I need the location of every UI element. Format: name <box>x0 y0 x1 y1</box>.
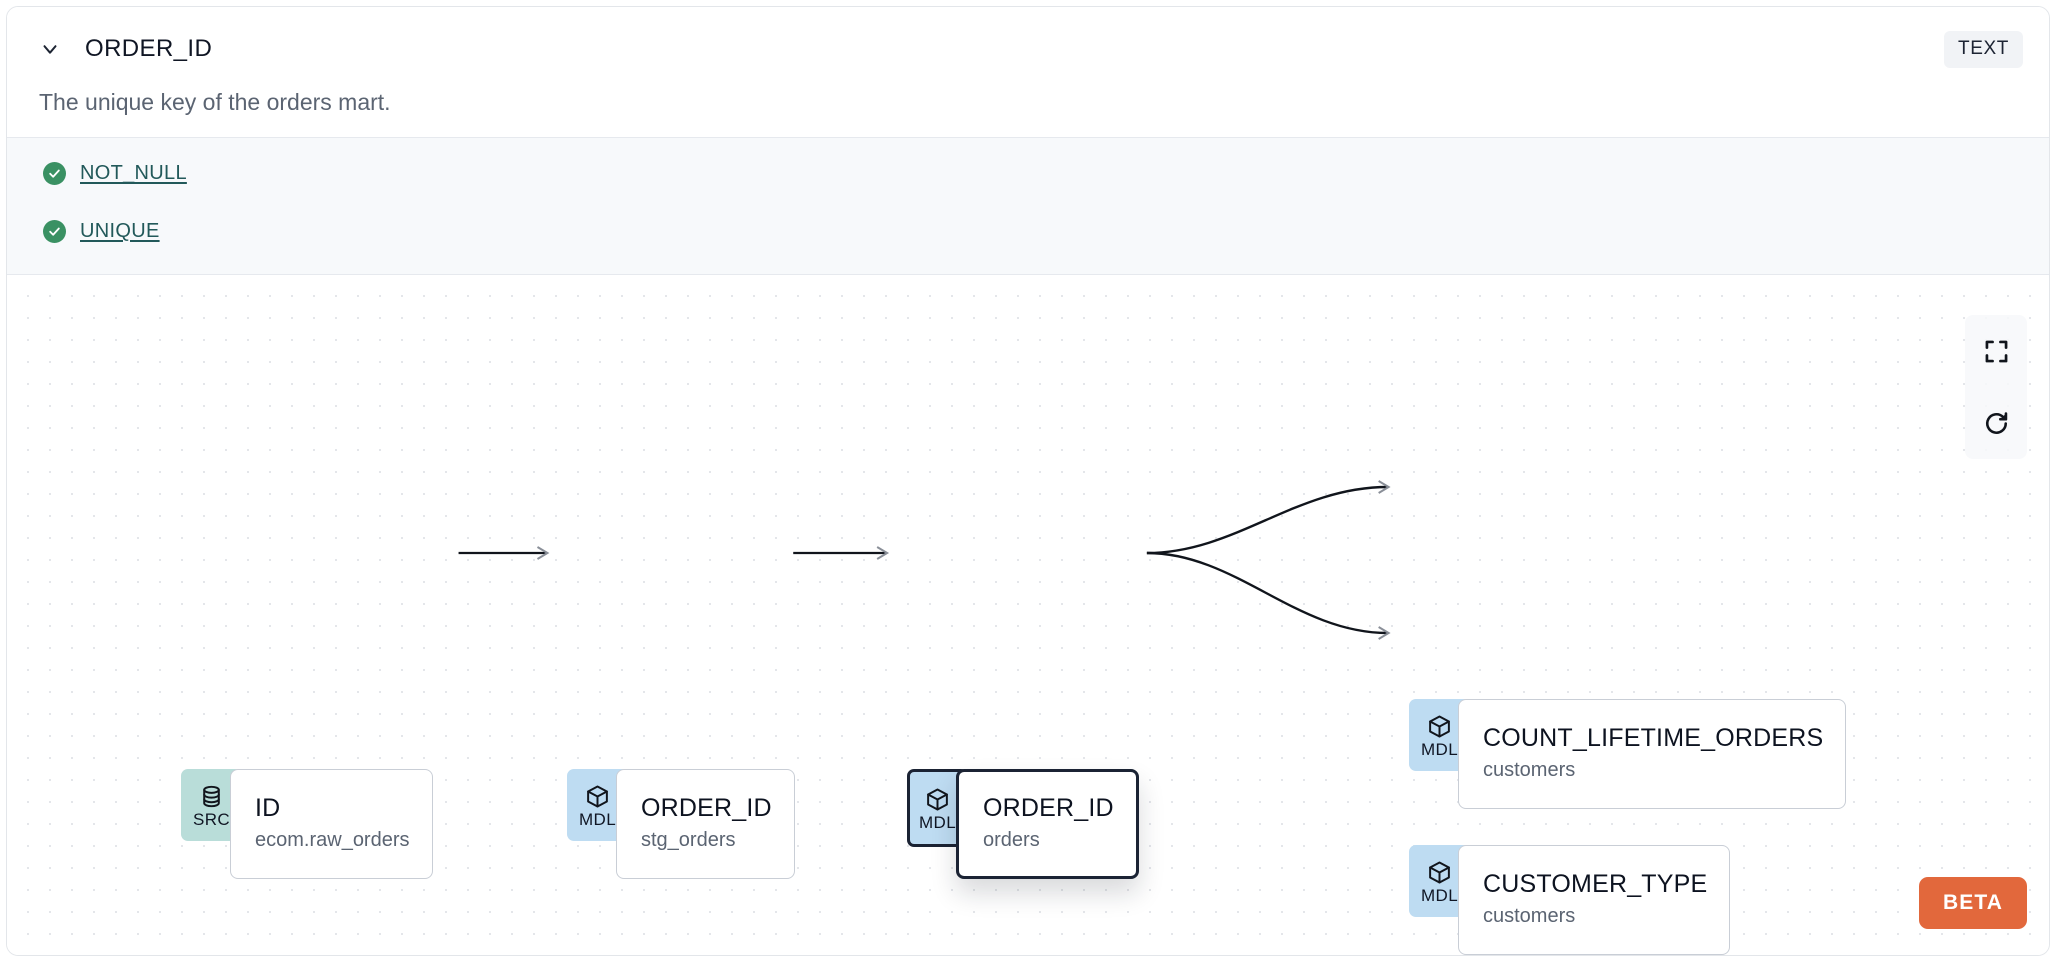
node-body: ORDER_ID stg_orders <box>616 769 795 879</box>
node-name: ORDER_ID <box>641 794 772 823</box>
cube-icon <box>925 785 950 813</box>
canvas-controls <box>1965 315 2027 459</box>
test-link-not-null[interactable]: NOT_NULL <box>80 162 187 184</box>
column-description: The unique key of the orders mart. <box>39 89 391 115</box>
node-body: ORDER_ID orders <box>956 769 1139 879</box>
refresh-icon <box>1983 410 2010 437</box>
node-body: CUSTOMER_TYPE customers <box>1458 845 1731 955</box>
node-source: ecom.raw_orders <box>255 828 410 851</box>
node-kind-label: MDL <box>578 810 617 829</box>
column-detail-card: ORDER_ID TEXT The unique key of the orde… <box>6 6 2050 956</box>
cube-icon <box>1427 858 1452 886</box>
node-name: COUNT_LIFETIME_ORDERS <box>1483 724 1824 753</box>
column-header: ORDER_ID TEXT The unique key of the orde… <box>7 7 2049 137</box>
lineage-node-src-id[interactable]: SRC ID ecom.raw_orders <box>181 769 433 879</box>
node-source: customers <box>1483 758 1576 781</box>
check-circle-icon <box>43 162 66 185</box>
edge-stg-to-sel <box>793 546 890 560</box>
edge-src-to-stg <box>458 546 550 560</box>
fit-view-button[interactable] <box>1965 315 2027 387</box>
node-kind-label: MDL <box>1420 886 1459 905</box>
beta-badge[interactable]: BETA <box>1918 877 2027 929</box>
node-body: COUNT_LIFETIME_ORDERS customers <box>1458 699 1847 809</box>
node-kind-label: MDL <box>1420 740 1459 759</box>
cube-icon <box>1427 712 1452 740</box>
node-source: stg_orders <box>641 828 736 851</box>
node-source: customers <box>1483 904 1576 927</box>
column-type-badge: TEXT <box>1944 31 2023 68</box>
lineage-canvas[interactable]: SRC ID ecom.raw_orders <box>7 275 2049 955</box>
node-body: ID ecom.raw_orders <box>230 769 433 879</box>
chevron-down-icon[interactable] <box>37 36 63 62</box>
edge-sel-to-customer-type <box>1146 551 1391 640</box>
lineage-node-orders-selected[interactable]: MDL ORDER_ID orders <box>907 769 1139 879</box>
page-title: ORDER_ID <box>85 35 213 62</box>
database-icon <box>199 782 224 810</box>
node-name: ORDER_ID <box>983 794 1114 823</box>
edge-sel-to-count <box>1146 480 1391 555</box>
test-row: NOT_NULL <box>43 162 187 185</box>
node-name: CUSTOMER_TYPE <box>1483 870 1708 899</box>
fullscreen-icon <box>1983 338 2010 365</box>
column-title-row: ORDER_ID <box>37 35 212 63</box>
reset-button[interactable] <box>1965 387 2027 459</box>
node-kind-label: SRC <box>192 810 231 829</box>
test-row: UNIQUE <box>43 220 160 243</box>
check-circle-icon <box>43 220 66 243</box>
tests-section: NOT_NULL UNIQUE <box>7 137 2049 275</box>
test-link-unique[interactable]: UNIQUE <box>80 220 160 242</box>
cube-icon <box>585 782 610 810</box>
node-source: orders <box>983 828 1040 851</box>
lineage-node-customer-type[interactable]: MDL CUSTOMER_TYPE customers <box>1409 845 1731 955</box>
lineage-node-stg-orders[interactable]: MDL ORDER_ID stg_orders <box>567 769 795 879</box>
lineage-node-count-lifetime-orders[interactable]: MDL COUNT_LIFETIME_ORDERS customers <box>1409 699 1847 809</box>
node-kind-label: MDL <box>918 813 957 832</box>
node-name: ID <box>255 794 281 823</box>
